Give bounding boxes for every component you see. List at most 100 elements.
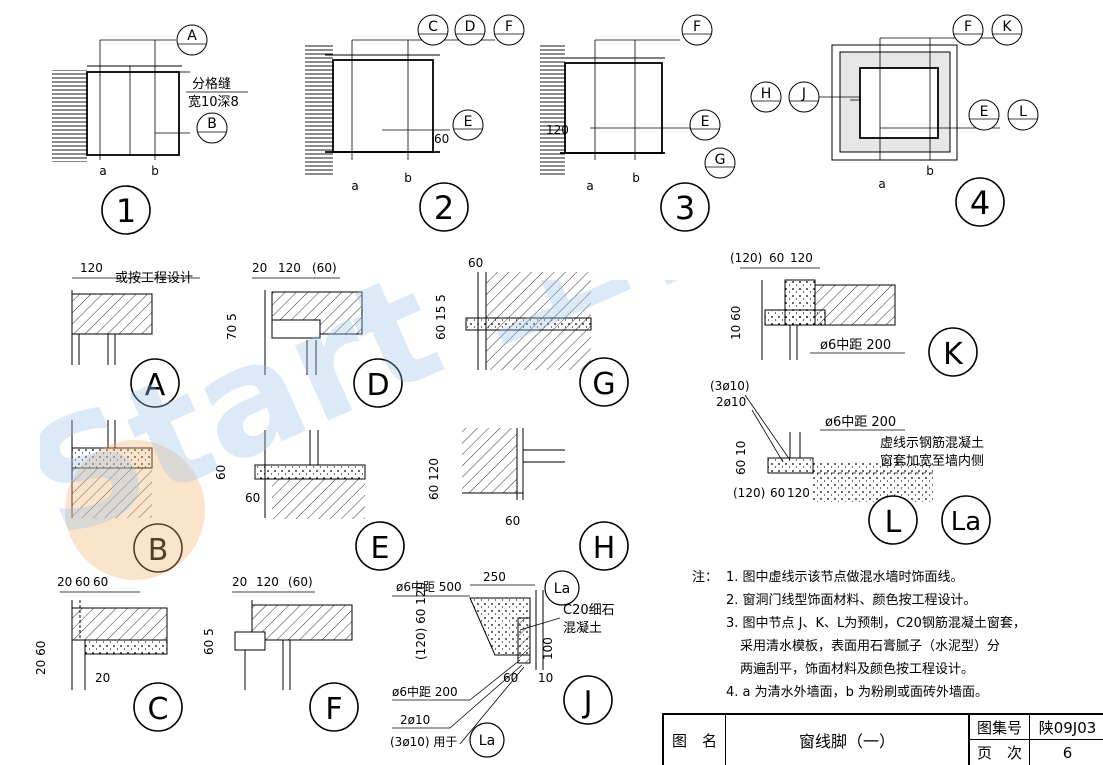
- dim-text-l: (120): [733, 486, 765, 500]
- detail-3-number: 3: [675, 189, 695, 227]
- title-block: 图 名 窗线脚（一） 图集号 陕09J03 页 次 6: [662, 713, 1103, 765]
- face-a-label: a: [878, 177, 885, 191]
- dim-text-l: 120: [787, 486, 810, 500]
- dim-60: 60: [468, 256, 483, 270]
- detail-2-number: 2: [434, 189, 454, 227]
- width-j: 250: [483, 570, 506, 584]
- dim-text-f: 120: [256, 575, 279, 589]
- note-3-cont-2: 两遍刮平，饰面材料及颜色按工程设计。: [740, 662, 975, 677]
- hdim-c: 20: [95, 671, 110, 685]
- callout-A: [176, 24, 208, 56]
- vdim-e: 60: [214, 465, 228, 480]
- vdim-d: 70 5: [225, 313, 239, 340]
- callout-G-text: G: [715, 152, 726, 168]
- dim-120: 120: [546, 123, 569, 137]
- dim10-j: 10: [538, 671, 553, 685]
- note-2: 2. 窗洞门线型饰面材料、颜色按工程设计。: [726, 593, 977, 608]
- section-C: 20 60 60 20 60 20 C: [34, 575, 183, 732]
- section-F-label: F: [325, 692, 342, 727]
- vdim-f: 60 5: [202, 628, 216, 655]
- callout-C-text: C: [428, 19, 438, 35]
- dim-text-k: 120: [790, 251, 813, 265]
- drawing-name: 窗线脚（一）: [726, 715, 970, 765]
- vdim-k: 10 60: [729, 306, 743, 340]
- concrete-j1: C20细石: [563, 603, 615, 618]
- dim-text-c: 20: [57, 575, 72, 589]
- section-J: ø6中距 500 250 La C20细石 混凝土 (120) 60 120 1…: [390, 570, 615, 758]
- section-K-label: K: [943, 337, 964, 372]
- section-B: B: [71, 420, 183, 573]
- section-E: 60 60 E: [214, 430, 405, 571]
- section-G-label: G: [592, 367, 615, 402]
- section-A: 120 或按工程设计 A: [71, 261, 200, 408]
- rebar-j2: ø6中距 200: [392, 684, 458, 699]
- joint-note-1: 分格缝: [192, 76, 231, 92]
- note-3: 3. 图中节点 J、K、L为预制，C20钢筋混凝土窗套，: [726, 616, 1026, 631]
- dim-text-d: 20: [252, 261, 267, 275]
- section-La-label: La: [951, 507, 981, 537]
- vdim-c: 20 60: [34, 641, 48, 675]
- dim100-j: 100: [541, 637, 555, 660]
- section-F: 20 120 (60) 60 5 F: [202, 575, 359, 732]
- section-H-label: H: [593, 531, 616, 566]
- vdim-h: 60 120: [427, 458, 441, 500]
- dim-text-l: 60: [770, 486, 785, 500]
- detail-4-number: 4: [970, 184, 990, 222]
- face-b-label: b: [404, 171, 412, 185]
- La-ref: La: [554, 581, 570, 597]
- face-b-label: b: [151, 164, 159, 178]
- dim-text-k: 60: [769, 251, 784, 265]
- note-3-cont-1: 采用清水模板，表面用石膏腻子（水泥型）分: [740, 639, 1001, 654]
- detail-3: F E G 120 a b 3: [540, 14, 736, 232]
- design-note: 或按工程设计: [115, 271, 193, 286]
- callout-E-text: E: [464, 114, 473, 130]
- detail-4: F K H J E L a b 4: [750, 14, 1039, 227]
- page-number: 6: [1062, 743, 1073, 762]
- atlas-number: 陕09J03: [1030, 715, 1103, 740]
- callout-B: [196, 112, 228, 144]
- section-D: 20 120 (60) 70 5 D: [225, 261, 403, 408]
- drawing-name-label: 图 名: [664, 715, 726, 765]
- section-A-label: A: [145, 368, 166, 403]
- face-a-label: a: [351, 179, 358, 193]
- callout-E-text: E: [980, 104, 989, 120]
- rebar-j1: ø6中距 500: [396, 579, 462, 594]
- vdim-j: (120) 60 120: [414, 582, 428, 660]
- callout-A-text: A: [187, 28, 197, 44]
- bars-l2: 2ø10: [716, 395, 746, 409]
- section-L-label: L: [885, 505, 902, 540]
- detail-2: C D F E 60 a b 2: [305, 14, 525, 232]
- notes-heading: 注：: [692, 570, 719, 585]
- dim-text-d: 120: [278, 261, 301, 275]
- dim-text-c: 60: [75, 575, 90, 589]
- dim-text-f: 20: [232, 575, 247, 589]
- note-1: 1. 图中虚线示该节点做混水墙时饰面线。: [726, 570, 964, 585]
- section-L: (3ø10) 2ø10 ø6中距 200 虚线示钢筋混凝土 窗套加宽至墙内侧 6…: [710, 379, 991, 545]
- section-H: 60 120 60 H: [427, 428, 629, 571]
- vdim-l: 60 10: [734, 441, 748, 475]
- face-a-label: a: [586, 179, 593, 193]
- rebar-l: ø6中距 200: [825, 415, 896, 430]
- concrete-j2: 混凝土: [563, 620, 602, 636]
- dim60-j: 60: [503, 671, 518, 685]
- bars-j1: 2ø10: [400, 713, 430, 727]
- section-G: 60 60 15 5 G: [434, 256, 629, 407]
- dim-60: 60: [434, 132, 449, 146]
- dim-120: 120: [80, 261, 103, 275]
- section-J-label: J: [582, 685, 593, 720]
- callout-D-text: D: [465, 19, 476, 35]
- face-b-label: b: [632, 171, 640, 185]
- detail-1: A B 分格缝 宽10深8 a b 1: [52, 24, 248, 235]
- dim-text-k: (120): [730, 251, 762, 265]
- atlas-label: 图集号: [970, 715, 1030, 740]
- callout-K-text: K: [1002, 19, 1012, 35]
- section-K: (120) 60 120 10 60 ø6中距 200 K: [729, 251, 978, 377]
- callout-L-text: L: [1019, 104, 1027, 120]
- callout-B-text: B: [207, 116, 217, 132]
- section-C-label: C: [148, 692, 169, 727]
- detail-1-number: 1: [116, 192, 136, 230]
- joint-note-2: 宽10深8: [188, 94, 239, 110]
- callout-F-text: F: [964, 19, 972, 35]
- callout-E-text: E: [701, 114, 710, 130]
